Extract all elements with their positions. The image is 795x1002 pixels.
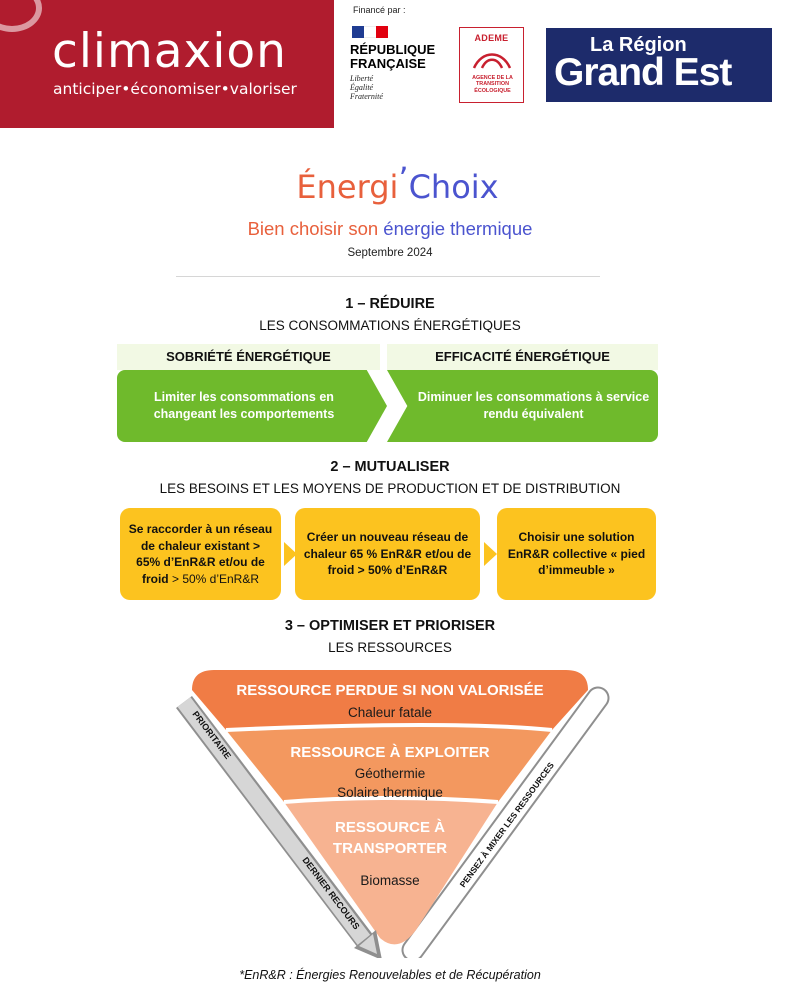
- efficiency-text: Diminuer les consommations à service ren…: [417, 390, 650, 421]
- climaxion-swirl-icon: [0, 0, 42, 32]
- existing-network-text-tail: > 50% d’EnR&R: [168, 571, 260, 586]
- priority-arrow-head-inner: [359, 934, 377, 954]
- tier-1-divider: [225, 723, 553, 732]
- existing-network-text: Se raccorder à un réseau de chaleur exis…: [128, 522, 273, 586]
- tier-1-item: Chaleur fatale: [347, 705, 433, 720]
- region-name-label: Grand Est: [554, 51, 732, 94]
- section-1-subtitle: LES CONSOMMATIONS ÉNERGÉTIQUES: [259, 318, 521, 333]
- mix-resources-bar-inner: [403, 688, 608, 958]
- tier-3-title-line-1: RESSOURCE À: [334, 819, 446, 836]
- tier-2-divider: [283, 796, 499, 804]
- energichoix-brand: Énergi’Choix: [0, 160, 795, 206]
- collective-solution-text: Choisir une solution EnR&R collective « …: [507, 530, 646, 578]
- tier-3-item: Biomasse: [360, 873, 420, 888]
- arrow-right-icon: [284, 542, 297, 566]
- motto-line: Fraternité: [350, 92, 383, 101]
- ademe-emblem-icon: [472, 53, 512, 69]
- new-network-box: Créer un nouveau réseau de chaleur 65 % …: [295, 508, 480, 600]
- sobriety-box: Limiter les consommations en changeant l…: [117, 370, 387, 442]
- new-network-text: Créer un nouveau réseau de chaleur 65 % …: [303, 530, 472, 578]
- french-flag-icon: [352, 26, 388, 38]
- subtitle-part-1: Bien choisir son: [247, 218, 384, 239]
- collective-solution-box: Choisir une solution EnR&R collective « …: [497, 508, 656, 600]
- climaxion-banner: climaxion anticiper•économiser•valoriser: [0, 0, 334, 128]
- footnote: *EnR&R : Énergies Renouvelables et de Ré…: [239, 968, 541, 982]
- arrow-right-icon: [484, 542, 497, 566]
- tier-3-band: [284, 798, 498, 945]
- sobriety-text: Limiter les consommations en changeant l…: [153, 390, 335, 421]
- republic-motto: Liberté Égalité Fraternité: [350, 74, 446, 101]
- section-3-title: 3 – OPTIMISER ET PRIORISER: [284, 618, 496, 634]
- tier-1-title: RESSOURCE PERDUE SI NON VALORISÉE: [236, 682, 544, 699]
- title-divider: [176, 276, 600, 277]
- efficiency-heading: EFFICACITÉ ÉNERGÉTIQUE: [387, 344, 658, 370]
- republique-label: RÉPUBLIQUE FRANÇAISE: [350, 42, 436, 71]
- region-la-label: La Région: [590, 34, 687, 56]
- tier-1-band: [192, 670, 588, 730]
- motto-line: Égalité: [350, 83, 374, 92]
- section-1-title: 1 – RÉDUIRE: [345, 296, 435, 312]
- tier-2-band: [226, 725, 552, 802]
- tier-2-item: Solaire thermique: [337, 785, 443, 800]
- tier-3-title-line-2: TRANSPORTER: [332, 840, 448, 857]
- page-subtitle: Bien choisir son énergie thermique: [0, 218, 780, 240]
- tier-2-item: Géothermie: [354, 766, 426, 781]
- section-2-title: 2 – MUTUALISER: [330, 459, 450, 475]
- financed-by-label: Financé par :: [353, 5, 406, 15]
- brand-part-2: Choix: [408, 168, 499, 206]
- republique-francaise-logo: RÉPUBLIQUE FRANÇAISE Liberté Égalité Fra…: [350, 26, 446, 108]
- priority-arrow-inner: [177, 697, 371, 945]
- section-2-subtitle: LES BESOINS ET LES MOYENS DE PRODUCTION …: [159, 481, 621, 496]
- resource-funnel: PRIORITAIRE DERNIER RECOURS PENSEZ À MIX…: [176, 670, 610, 958]
- existing-network-box: Se raccorder à un réseau de chaleur exis…: [120, 508, 281, 600]
- sobriety-heading: SOBRIÉTÉ ÉNERGÉTIQUE: [117, 344, 380, 370]
- efficiency-box: Diminuer les consommations à service ren…: [387, 370, 658, 442]
- brand-apostrophe: ’: [398, 160, 409, 198]
- region-grand-est-logo: La Région Grand Est: [546, 28, 772, 102]
- climaxion-logo-text: climaxion: [52, 24, 287, 79]
- brand-part-1: Énergi: [296, 168, 399, 206]
- section-3-subtitle: LES RESSOURCES: [328, 640, 452, 655]
- ademe-subtitle: AGENCE DE LA TRANSITION ÉCOLOGIQUE: [472, 75, 513, 94]
- subtitle-part-2: énergie thermique: [383, 218, 533, 239]
- motto-line: Liberté: [350, 74, 374, 83]
- climaxion-tagline: anticiper•économiser•valoriser: [53, 80, 297, 98]
- tier-2-title: RESSOURCE À EXPLOITER: [290, 744, 490, 761]
- ademe-logo: ADEME AGENCE DE LA TRANSITION ÉCOLOGIQUE: [459, 27, 524, 103]
- ademe-label: ADEME: [474, 33, 509, 43]
- publication-date: Septembre 2024: [347, 247, 433, 259]
